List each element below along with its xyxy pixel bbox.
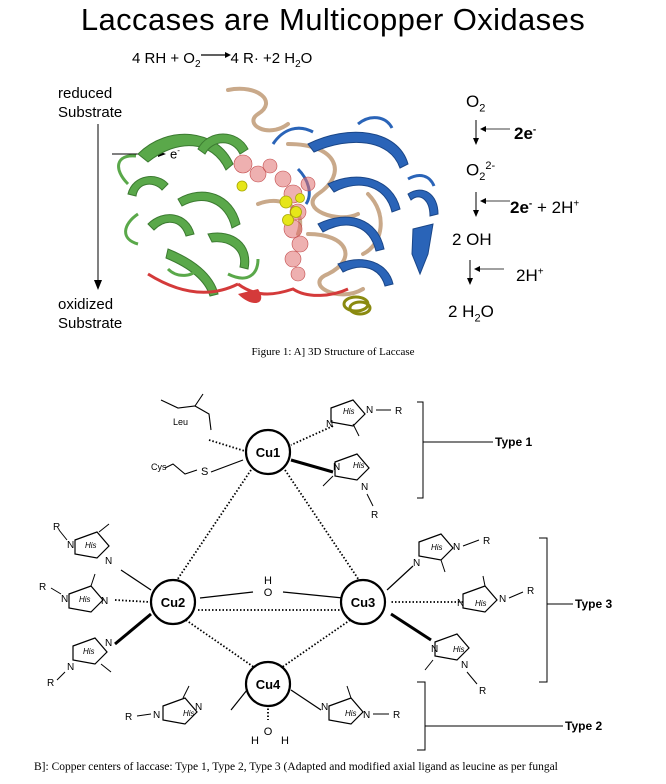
svg-text:N: N bbox=[457, 598, 464, 609]
his-ring-cu4-left: His N N R bbox=[125, 685, 202, 725]
svg-text:N: N bbox=[326, 419, 333, 430]
water-h2: H bbox=[281, 735, 289, 747]
step1-label: 2e- bbox=[514, 124, 537, 143]
his-ring-cu1-bottom: His N N R bbox=[322, 453, 378, 521]
svg-text:R: R bbox=[47, 678, 54, 689]
svg-text:His: His bbox=[453, 645, 465, 654]
svg-text:R: R bbox=[395, 406, 402, 417]
svg-text:N: N bbox=[61, 594, 68, 605]
svg-text:R: R bbox=[483, 536, 490, 547]
svg-text:R: R bbox=[393, 710, 400, 721]
step2-label: 2e- + 2H+ bbox=[510, 198, 580, 217]
svg-text:N: N bbox=[67, 540, 74, 551]
svg-text:N: N bbox=[101, 596, 108, 607]
svg-text:N: N bbox=[321, 702, 328, 713]
his-ring-cu1-top: His N N R bbox=[326, 399, 402, 437]
svg-text:R: R bbox=[371, 510, 378, 521]
bridge-h: H bbox=[264, 575, 272, 587]
svg-text:His: His bbox=[343, 407, 355, 416]
s-label: S bbox=[201, 466, 208, 478]
electron-label: e- bbox=[170, 146, 180, 162]
his-ring-cu3-b: His N N R bbox=[457, 575, 534, 613]
substrate-arrow bbox=[94, 124, 102, 290]
water-h1: H bbox=[251, 735, 259, 747]
step-2h2o: 2 H2O bbox=[448, 302, 494, 325]
step1-arrows bbox=[473, 120, 510, 145]
svg-text:N: N bbox=[499, 594, 506, 605]
cys-label: Cys bbox=[151, 462, 167, 472]
svg-text:N: N bbox=[413, 558, 420, 569]
cu1-label: Cu1 bbox=[256, 445, 281, 460]
svg-text:N: N bbox=[67, 662, 74, 673]
svg-text:N: N bbox=[105, 556, 112, 567]
bridge-o: O bbox=[264, 587, 273, 599]
svg-text:His: His bbox=[475, 599, 487, 608]
laccase-3d-structure bbox=[117, 86, 439, 316]
type1-label: Type 1 bbox=[495, 435, 532, 449]
type2-label: Type 2 bbox=[565, 719, 602, 733]
svg-text:R: R bbox=[39, 582, 46, 593]
svg-text:N: N bbox=[461, 660, 468, 671]
cu2-label: Cu2 bbox=[161, 595, 186, 610]
svg-text:R: R bbox=[53, 522, 60, 533]
his-ring-cu2-c: His N N R bbox=[47, 637, 112, 689]
svg-text:N: N bbox=[366, 405, 373, 416]
step3-arrows bbox=[467, 260, 504, 285]
cu3-label: Cu3 bbox=[351, 595, 376, 610]
figure-title: Laccases are Multicopper Oxidases bbox=[80, 2, 586, 37]
leu-label: Leu bbox=[173, 417, 188, 427]
type3-label: Type 3 bbox=[575, 597, 612, 611]
cu4-label: Cu4 bbox=[256, 677, 281, 692]
svg-text:N: N bbox=[361, 482, 368, 493]
his-ring-cu2-b: His N N R bbox=[39, 573, 108, 613]
copper-centers-diagram: Cu1 Cu2 Cu3 Cu4 H O O H H Leu Cys S His … bbox=[33, 380, 631, 760]
svg-text:His: His bbox=[83, 647, 95, 656]
svg-text:His: His bbox=[345, 709, 357, 718]
water-o: O bbox=[264, 726, 273, 738]
figure-b-caption: B]: Copper centers of laccase: Type 1, T… bbox=[34, 761, 558, 773]
figure-a-caption: Figure 1: A] 3D Structure of Laccase bbox=[251, 346, 415, 358]
svg-text:His: His bbox=[183, 709, 195, 718]
svg-text:N: N bbox=[453, 542, 460, 553]
svg-text:R: R bbox=[479, 686, 486, 697]
svg-text:N: N bbox=[333, 462, 340, 473]
svg-text:N: N bbox=[195, 702, 202, 713]
his-ring-cu3-a: His N N R bbox=[413, 533, 490, 573]
svg-text:N: N bbox=[105, 638, 112, 649]
step3-label: 2H+ bbox=[516, 266, 544, 285]
svg-text:R: R bbox=[125, 712, 132, 723]
step-2oh: 2 OH bbox=[452, 230, 492, 249]
svg-text:His: His bbox=[353, 461, 365, 470]
his-ring-cu4-right: His N N R bbox=[321, 685, 400, 725]
svg-text:N: N bbox=[431, 644, 438, 655]
svg-text:His: His bbox=[85, 541, 97, 550]
step-o2: O2 bbox=[466, 92, 486, 115]
step2-arrows bbox=[473, 192, 510, 217]
his-ring-cu2-a: His N N R bbox=[53, 522, 112, 567]
svg-text:N: N bbox=[153, 710, 160, 721]
step-o2-2minus: O22- bbox=[466, 160, 496, 184]
svg-text:His: His bbox=[79, 595, 91, 604]
svg-text:N: N bbox=[363, 710, 370, 721]
his-ring-cu3-c: His N N R bbox=[424, 633, 486, 697]
svg-text:His: His bbox=[431, 543, 443, 552]
svg-text:R: R bbox=[527, 586, 534, 597]
